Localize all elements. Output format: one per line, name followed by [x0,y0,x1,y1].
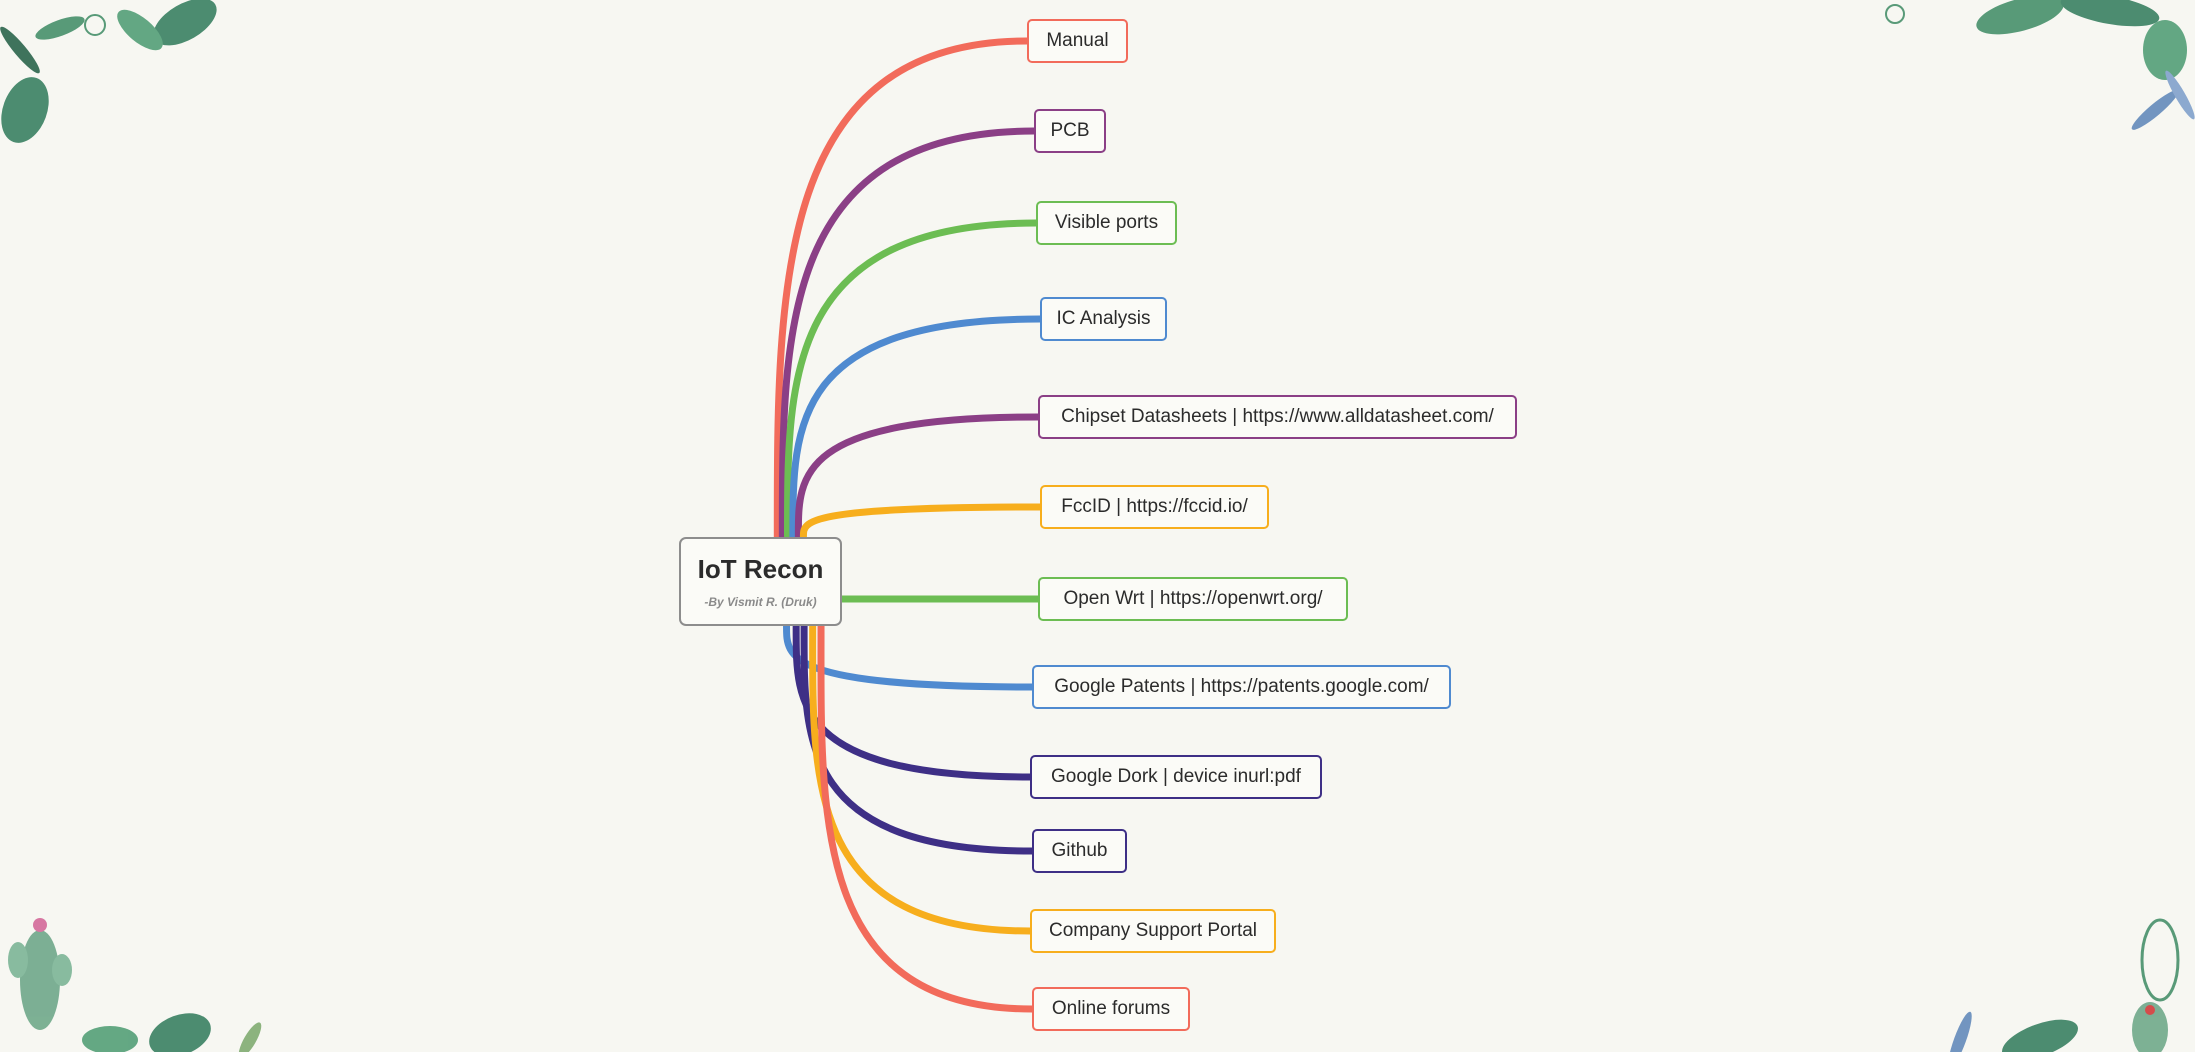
branch-connectors [773,37,1044,1013]
root-node[interactable]: IoT Recon -By Vismit R. (Druk) [679,537,842,626]
connector-line [800,622,1036,855]
branch-node-openwrt[interactable]: Open Wrt | https://openwrt.org/ [1038,577,1348,621]
root-subtitle: -By Vismit R. (Druk) [704,595,817,609]
branch-node-company-support-portal[interactable]: Company Support Portal [1030,909,1276,953]
branch-node-github[interactable]: Github [1032,829,1127,873]
branch-label: Manual [1046,30,1109,51]
connector-line [778,127,1038,541]
branch-label: Open Wrt | https://openwrt.org/ [1063,588,1323,609]
connector-line [773,37,1031,541]
branch-label: Google Dork | device inurl:pdf [1051,766,1301,787]
branch-node-manual[interactable]: Manual [1027,19,1128,63]
branch-label: Visible ports [1054,212,1159,233]
branch-node-chipset-datasheets[interactable]: Chipset Datasheets | https://www.alldata… [1038,395,1517,439]
branch-label: IC Analysis [1056,308,1151,329]
connector-line [809,622,1034,935]
branch-label: Github [1051,840,1108,861]
branch-node-online-forums[interactable]: Online forums [1032,987,1190,1031]
connector-line [789,315,1044,541]
branch-node-ic-analysis[interactable]: IC Analysis [1040,297,1167,341]
branch-label: FccID | https://fccid.io/ [1061,496,1248,517]
branch-node-fccid[interactable]: FccID | https://fccid.io/ [1040,485,1269,529]
branch-node-pcb[interactable]: PCB [1034,109,1106,153]
branch-label: Company Support Portal [1048,920,1258,941]
branch-label: Online forums [1051,998,1171,1019]
connector-line [799,503,1044,541]
connector-line [792,622,1034,781]
cactus-icon [8,918,2168,1052]
branch-label: Google Patents | https://patents.google.… [1054,676,1429,697]
branch-label: PCB [1050,120,1090,141]
root-title: IoT Recon [697,554,824,584]
connector-line [794,413,1042,541]
branch-label: Chipset Datasheets | https://www.alldata… [1061,406,1494,427]
branch-node-google-dork[interactable]: Google Dork | device inurl:pdf [1030,755,1322,799]
branch-node-google-patents[interactable]: Google Patents | https://patents.google.… [1032,665,1451,709]
connector-line [784,219,1040,541]
branch-node-visible-ports[interactable]: Visible ports [1036,201,1177,245]
connector-line [817,622,1036,1013]
